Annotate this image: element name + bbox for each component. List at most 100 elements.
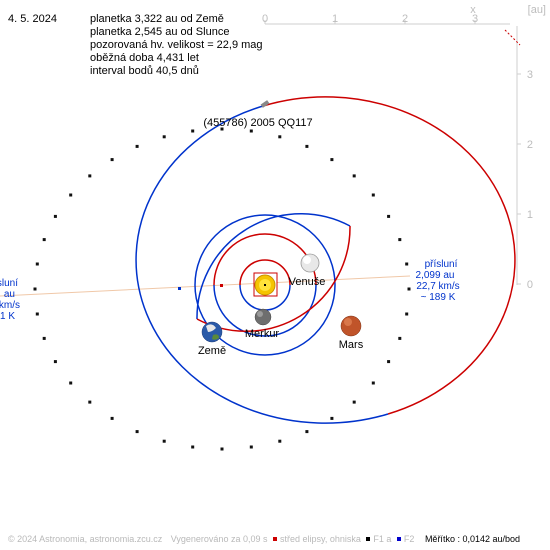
orbit-point xyxy=(191,129,195,133)
right-tick-2: 2 xyxy=(527,139,533,151)
orbit-point xyxy=(88,174,92,178)
legend-center-label: střed elipsy, ohniska xyxy=(279,534,361,544)
asteroid-orbit xyxy=(33,96,516,451)
orbit-point xyxy=(398,238,402,242)
aphelion-title: sluní xyxy=(0,278,18,289)
orbit-point xyxy=(352,400,356,404)
unit-label: [au] xyxy=(528,4,546,16)
orbit-point xyxy=(398,336,402,340)
orbit-point xyxy=(135,144,139,148)
venus-label: Venuše xyxy=(289,276,326,288)
orbit-point xyxy=(191,445,195,449)
orbit-point xyxy=(162,135,166,139)
orbit-point xyxy=(387,214,391,218)
right-tick-3: 3 xyxy=(527,69,533,81)
venus-planet xyxy=(300,253,320,273)
info-period: oběžná doba 4,431 let xyxy=(90,52,199,64)
generated-time: Vygenerováno za 0,09 s xyxy=(170,534,268,544)
orbit-point xyxy=(53,360,57,364)
top-tick-2: 2 xyxy=(402,13,408,25)
perihelion-info: přísluní 2,099 au 22,7 km/s ~ 189 K xyxy=(416,259,460,303)
info-interval: interval bodů 40,5 dnů xyxy=(90,65,199,77)
mars-label: Mars xyxy=(339,339,364,351)
orbit-point xyxy=(220,127,224,131)
right-tick-0: 0 xyxy=(527,279,533,291)
orbit-point xyxy=(305,430,309,434)
perihelion-distance: 2,099 au xyxy=(416,270,455,281)
asteroid-body xyxy=(260,100,270,108)
orbit-point xyxy=(69,193,73,197)
focus-f2-marker xyxy=(178,287,181,290)
orbit-point xyxy=(352,174,356,178)
asteroid-orbit-south xyxy=(135,105,389,424)
top-tick-1: 1 xyxy=(332,13,338,25)
orbit-point xyxy=(278,439,282,443)
top-axis: 0 1 2 3 x [au] xyxy=(262,4,546,25)
perihelion-title: přísluní xyxy=(425,259,458,270)
info-magnitude: pozorovaná hv. velikost = 22,9 mag xyxy=(90,39,263,51)
sun xyxy=(253,272,278,297)
info-earth-distance: planetka 3,322 au od Země xyxy=(90,13,224,25)
info-lines: planetka 3,322 au od Země planetka 2,545… xyxy=(90,13,263,78)
orbit-point xyxy=(330,158,334,162)
orbit-point xyxy=(53,214,57,218)
aphelion-temperature: 1 K xyxy=(0,311,15,322)
orbit-point xyxy=(405,262,409,266)
ellipse-center-legend-icon xyxy=(272,537,277,542)
date-label: 4. 5. 2024 xyxy=(8,13,57,25)
mars-planet xyxy=(340,315,362,337)
top-tick-0: 0 xyxy=(262,13,268,25)
orbit-point xyxy=(330,416,334,420)
mercury-planet xyxy=(254,308,272,326)
orbit-point xyxy=(407,287,411,291)
asteroid-orbit-points xyxy=(33,127,411,451)
orbit-point xyxy=(278,135,282,139)
earth-direction-line xyxy=(504,29,521,46)
orbit-point xyxy=(42,336,46,340)
right-tick-1: 1 xyxy=(527,209,533,221)
orbit-point xyxy=(249,129,253,133)
orbit-point xyxy=(371,381,375,385)
orbit-point xyxy=(33,287,37,291)
perihelion-temperature: ~ 189 K xyxy=(421,292,456,303)
earth-planet xyxy=(201,321,223,343)
orbit-point xyxy=(88,400,92,404)
orbit-point xyxy=(387,360,391,364)
orbit-point xyxy=(69,381,73,385)
legend-f1-label: F1 a xyxy=(373,534,392,544)
venus-orbit-south xyxy=(213,284,317,337)
mercury-orbit-north xyxy=(239,259,291,286)
orbit-point xyxy=(162,439,166,443)
orbit-point xyxy=(35,262,39,266)
apsidal-line xyxy=(0,275,411,297)
earth-label: Země xyxy=(198,345,226,357)
mars-orbit-east xyxy=(196,225,351,333)
orbit-point xyxy=(220,447,224,451)
aphelion-info: sluní au km/s 1 K xyxy=(0,278,20,322)
x-axis-label: x xyxy=(470,4,476,16)
orbit-point xyxy=(42,238,46,242)
focus-f1-legend-icon xyxy=(366,537,371,542)
mercury-label: Merkur xyxy=(245,328,280,340)
orbit-point xyxy=(35,312,39,316)
orbit-point xyxy=(305,144,309,148)
asteroid-orbit-north xyxy=(262,96,516,415)
info-sun-distance: planetka 2,545 au od Slunce xyxy=(90,26,230,38)
ellipse-center-marker xyxy=(220,284,223,287)
right-axis: 3 2 1 0 xyxy=(516,26,533,291)
orbit-point xyxy=(110,158,114,162)
copyright: © 2024 Astronomia, astronomia.zcu.cz xyxy=(8,534,163,544)
legend-f2-label: F2 xyxy=(403,534,415,544)
scale-label: Měřítko : 0,0142 au/bod xyxy=(424,534,520,544)
perihelion-speed: 22,7 km/s xyxy=(416,281,459,292)
orbit-point xyxy=(249,445,253,449)
orbit-point xyxy=(110,416,114,420)
asteroid-label: (455786) 2005 QQ117 xyxy=(203,117,312,129)
aphelion-distance: au xyxy=(4,289,15,300)
aphelion-speed: km/s xyxy=(0,300,20,311)
footer: © 2024 Astronomia, astronomia.zcu.cz Vyg… xyxy=(8,534,546,544)
mars-orbit-west xyxy=(196,212,351,320)
orbit-point xyxy=(371,193,375,197)
top-tick-3: 3 xyxy=(472,13,478,25)
